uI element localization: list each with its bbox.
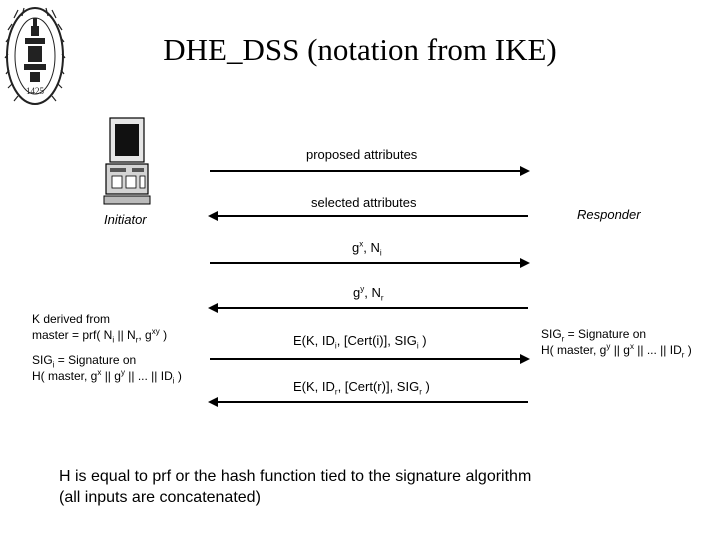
message-selected-attributes: selected attributes (311, 195, 417, 210)
initiator-signature-line1: SIGi = Signature on (32, 353, 137, 370)
footer-line1: H is equal to prf or the hash function t… (59, 468, 532, 485)
initiator-label: Initiator (104, 212, 147, 227)
arrow-gx-ni (210, 258, 530, 268)
arrow-encrypted-responder (208, 397, 528, 407)
seal-year: 1425 (26, 86, 45, 96)
page-title: DHE_DSS (notation from IKE) (163, 32, 557, 67)
responder-signature-line1: SIGr = Signature on (541, 327, 647, 344)
message-proposed-attributes: proposed attributes (306, 147, 418, 162)
initiator-signature-line2: H( master, gx || gy || ... || IDi ) (32, 368, 182, 386)
key-derivation-line1: K derived from (32, 312, 111, 326)
key-derivation-note: K derived from master = prf( Ni || Nr, g… (32, 311, 168, 345)
responder-label: Responder (577, 207, 641, 222)
arrow-selected-attributes (208, 211, 528, 221)
key-derivation-line2: master = prf( Ni || Nr, gxy ) (32, 327, 168, 345)
message-encrypted-responder: E(K, IDr, [Cert(r)], SIGr ) (293, 379, 430, 397)
message-gx-ni: gx, Ni (352, 239, 382, 258)
computer-icon (103, 117, 151, 205)
university-seal-logo: 1425 (4, 7, 66, 105)
arrow-gy-nr (208, 303, 528, 313)
responder-signature-line2: H( master, gy || gx || ... || IDr ) (541, 342, 692, 360)
message-gy-nr: gy, Nr (353, 284, 384, 303)
arrow-encrypted-initiator (210, 354, 530, 364)
responder-signature-note: SIGr = Signature on H( master, gy || gx … (541, 326, 692, 360)
footer-note: H is equal to prf or the hash function t… (59, 466, 531, 508)
initiator-signature-note: SIGi = Signature on H( master, gx || gy … (32, 352, 182, 386)
message-encrypted-initiator: E(K, IDi, [Cert(i)], SIGi ) (293, 333, 427, 351)
arrow-proposed-attributes (210, 166, 530, 176)
footer-line2: (all inputs are concatenated) (59, 489, 261, 506)
